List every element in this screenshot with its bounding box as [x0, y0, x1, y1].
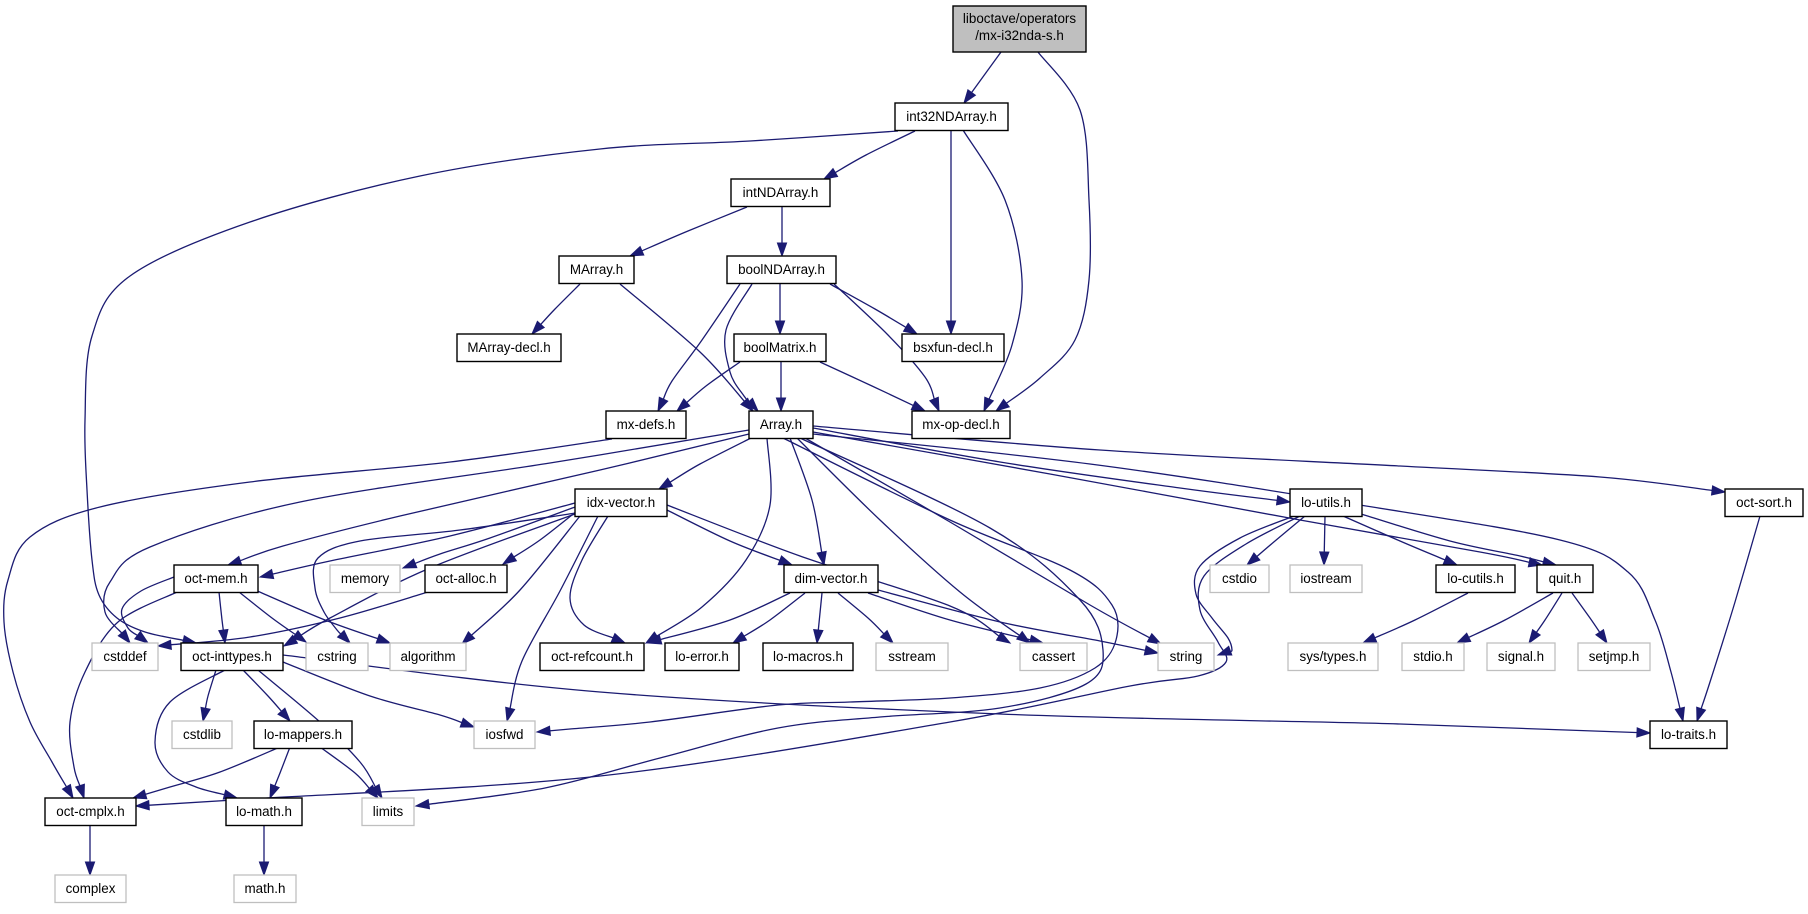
svg-text:signal.h: signal.h [1498, 649, 1544, 664]
svg-text:complex: complex [66, 881, 116, 896]
svg-text:algorithm: algorithm [400, 649, 455, 664]
svg-text:mx-op-decl.h: mx-op-decl.h [922, 417, 999, 432]
svg-text:MArray.h: MArray.h [570, 262, 623, 277]
svg-text:boolNDArray.h: boolNDArray.h [738, 262, 825, 277]
svg-text:oct-alloc.h: oct-alloc.h [435, 571, 496, 586]
svg-text:lo-utils.h: lo-utils.h [1301, 495, 1351, 510]
svg-text:oct-sort.h: oct-sort.h [1736, 495, 1792, 510]
svg-text:lo-error.h: lo-error.h [675, 649, 729, 664]
svg-text:int32NDArray.h: int32NDArray.h [906, 109, 997, 124]
svg-text:math.h: math.h [245, 881, 286, 896]
svg-text:cstring: cstring [317, 649, 356, 664]
svg-text:lo-traits.h: lo-traits.h [1661, 727, 1716, 742]
svg-text:iostream: iostream [1300, 571, 1351, 586]
svg-text:idx-vector.h: idx-vector.h [587, 495, 655, 510]
svg-text:sstream: sstream [888, 649, 936, 664]
svg-text:oct-mem.h: oct-mem.h [184, 571, 247, 586]
svg-text:sys/types.h: sys/types.h [1300, 649, 1367, 664]
svg-text:MArray-decl.h: MArray-decl.h [467, 340, 550, 355]
svg-text:lo-macros.h: lo-macros.h [773, 649, 843, 664]
svg-text:quit.h: quit.h [1549, 571, 1582, 586]
svg-text:liboctave/operators: liboctave/operators [963, 11, 1076, 26]
svg-text:lo-cutils.h: lo-cutils.h [1447, 571, 1504, 586]
svg-text:bsxfun-decl.h: bsxfun-decl.h [913, 340, 993, 355]
svg-text:cstdlib: cstdlib [183, 727, 221, 742]
svg-text:dim-vector.h: dim-vector.h [795, 571, 868, 586]
svg-text:oct-inttypes.h: oct-inttypes.h [192, 649, 272, 664]
svg-text:mx-defs.h: mx-defs.h [617, 417, 676, 432]
svg-text:cstdio: cstdio [1222, 571, 1257, 586]
svg-text:lo-mappers.h: lo-mappers.h [264, 727, 342, 742]
svg-text:/mx-i32nda-s.h: /mx-i32nda-s.h [975, 28, 1064, 43]
svg-text:memory: memory [341, 571, 390, 586]
svg-text:intNDArray.h: intNDArray.h [743, 185, 819, 200]
svg-text:cstddef: cstddef [103, 649, 146, 664]
svg-text:oct-refcount.h: oct-refcount.h [551, 649, 633, 664]
svg-text:cassert: cassert [1032, 649, 1075, 664]
svg-text:string: string [1170, 649, 1203, 664]
svg-text:lo-math.h: lo-math.h [236, 804, 292, 819]
svg-text:oct-cmplx.h: oct-cmplx.h [56, 804, 124, 819]
svg-text:iosfwd: iosfwd [486, 727, 524, 742]
svg-text:Array.h: Array.h [760, 417, 802, 432]
svg-text:setjmp.h: setjmp.h [1589, 649, 1640, 664]
svg-text:stdio.h: stdio.h [1413, 649, 1452, 664]
svg-text:limits: limits [373, 804, 404, 819]
svg-text:boolMatrix.h: boolMatrix.h [744, 340, 817, 355]
